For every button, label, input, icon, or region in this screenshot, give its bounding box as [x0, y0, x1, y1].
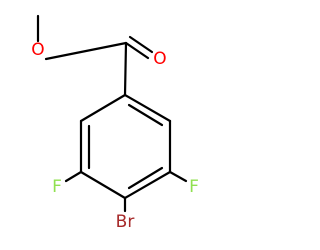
- bond-carbonyl-double-a: [124, 41, 150, 60]
- ring-inner-bond-2: [127, 166, 164, 190]
- atom-labels: O O F F Br: [31, 40, 199, 232]
- fluorine-right-label: F: [189, 177, 199, 197]
- bonds: [36, 14, 188, 213]
- ring-bond-6: [79, 93, 127, 123]
- ring-bond-4: [79, 170, 127, 200]
- oxygen-carbonyl-label: O: [153, 49, 166, 69]
- bond-ring-fluorine-left: [64, 170, 83, 183]
- ring-bond-1: [123, 93, 172, 123]
- ring-inner-bond-1: [127, 103, 164, 127]
- bond-carbonyl-ring: [123, 41, 128, 97]
- ring-bond-3: [123, 170, 172, 200]
- molecule-structure: O O F F Br: [31, 14, 199, 232]
- fluorine-left-label: F: [52, 177, 62, 197]
- bond-ring-fluorine-right: [168, 170, 188, 183]
- oxygen-ester-label: O: [31, 40, 44, 60]
- bromine-label: Br: [116, 212, 135, 232]
- bond-carbonyl-double-b: [128, 35, 154, 54]
- bond-o-carbonyl-carbon: [44, 41, 128, 61]
